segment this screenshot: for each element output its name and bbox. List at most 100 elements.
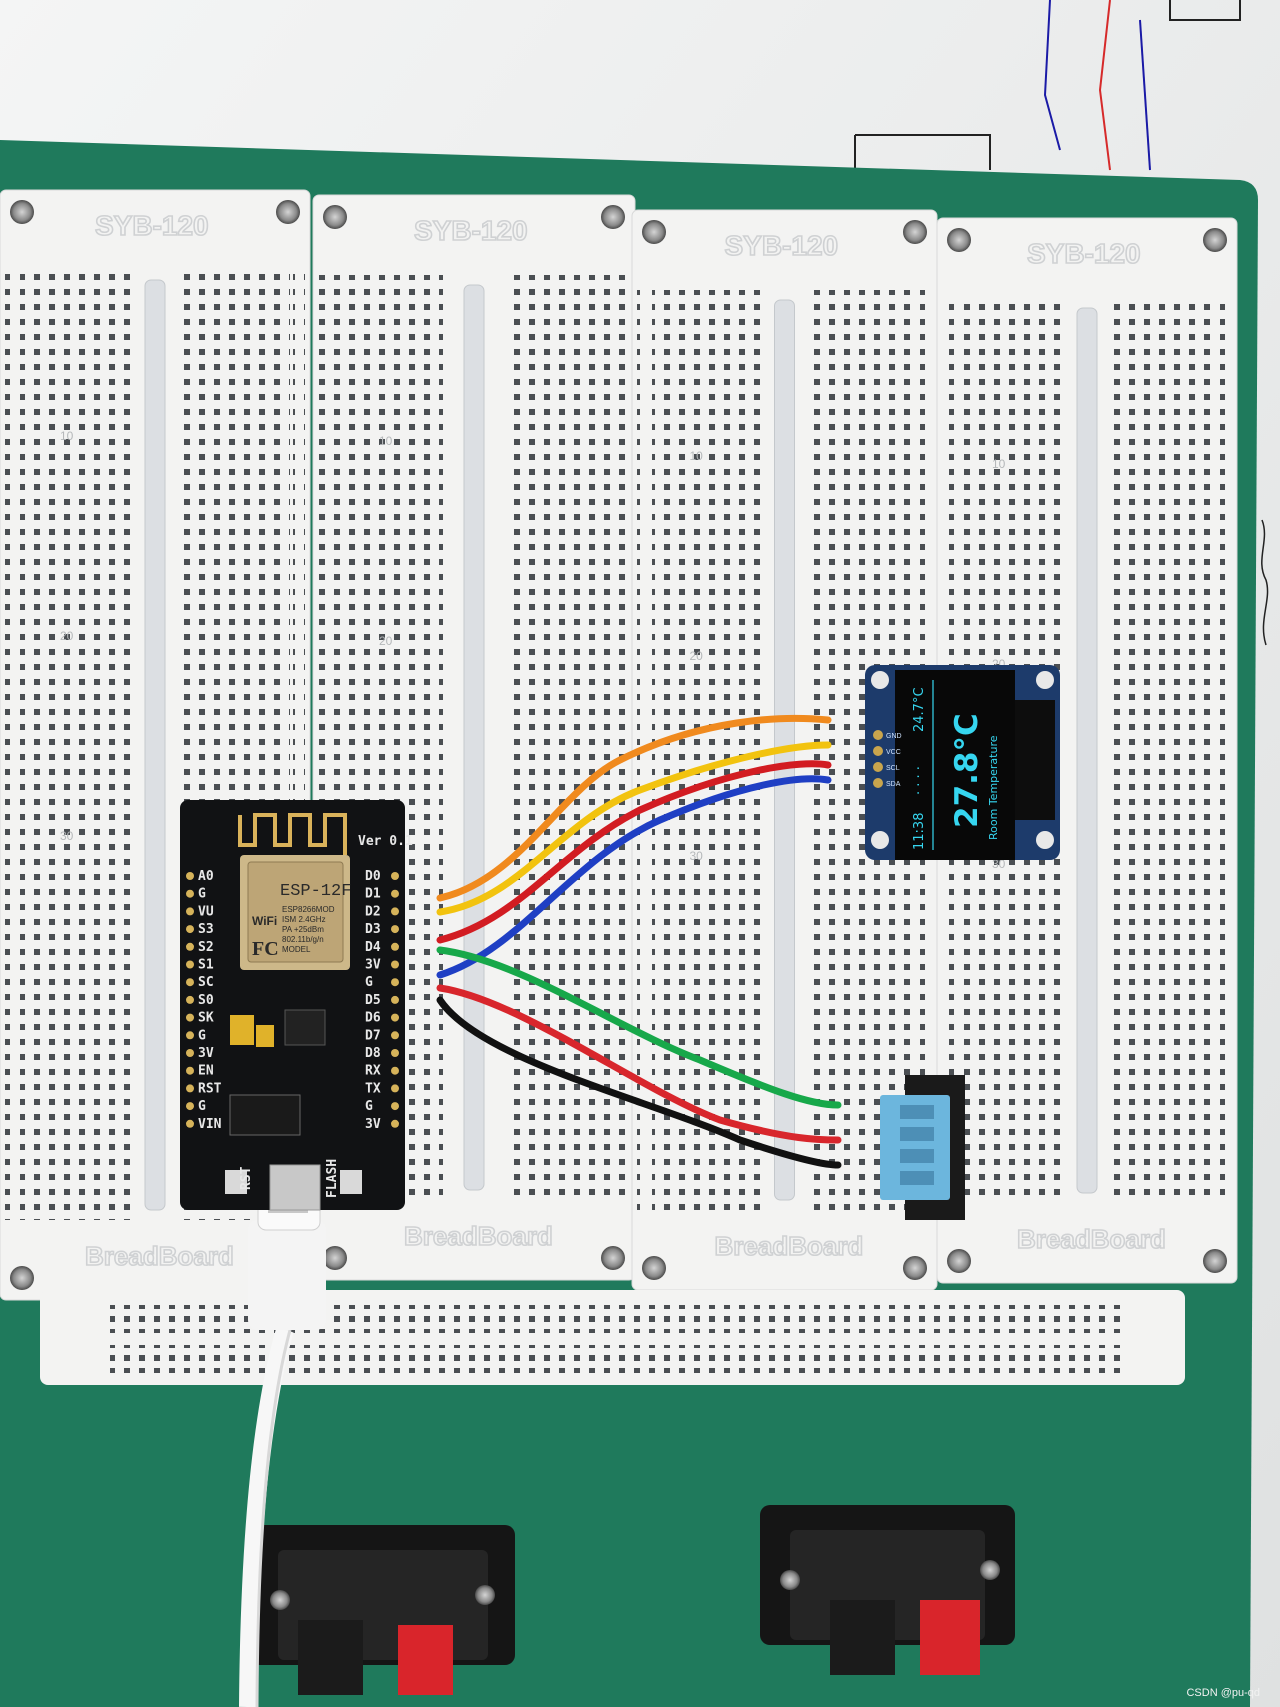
right-pin-label: D5	[365, 993, 381, 1008]
module-spec-line: ISM 2.4GHz	[282, 915, 326, 924]
pin-hole	[186, 1031, 194, 1040]
right-pin-label: 3V	[365, 958, 381, 973]
breadboard-model-label: SYB-120	[725, 230, 839, 261]
left-pin-label: S0	[198, 993, 214, 1008]
right-pin-label: D7	[365, 1028, 381, 1043]
screw-icon	[947, 1249, 971, 1273]
fcc-logo: FC	[252, 938, 279, 960]
pin-hole	[186, 960, 194, 969]
pin-hole	[186, 925, 194, 934]
row-number: 10	[992, 457, 1006, 471]
pin-hole	[391, 1013, 399, 1022]
pin-hole	[186, 978, 194, 987]
breadboard-model-label: SYB-120	[1027, 238, 1141, 269]
module-spec-line: ESP8266MOD	[282, 905, 335, 914]
screw-icon	[601, 1246, 625, 1270]
screw-icon	[276, 200, 300, 224]
terminal-block-right	[760, 1505, 1015, 1675]
regulator-chip	[284, 1009, 326, 1046]
screw-icon	[642, 220, 666, 244]
oled-title: Room Temperature	[987, 735, 1000, 840]
version-label: Ver 0.1	[358, 834, 413, 849]
breadboard-brand-label: BreadBoard	[715, 1231, 864, 1261]
jumper-wire-7	[436, 996, 842, 1169]
right-pin-label: 3V	[365, 1117, 381, 1132]
row-number: 30	[690, 849, 704, 863]
pin-hole	[391, 1031, 399, 1040]
left-pin-label: 3V	[198, 1046, 214, 1061]
right-pin-label: RX	[365, 1064, 381, 1079]
screw-icon	[10, 1266, 34, 1290]
screw-icon	[642, 1256, 666, 1280]
pin-hole	[391, 907, 399, 916]
pin-hole	[186, 907, 194, 916]
pin-hole	[391, 960, 399, 969]
pin-hole	[391, 1119, 399, 1128]
left-pin-label: SC	[198, 975, 214, 990]
pin-hole	[186, 1013, 194, 1022]
screw-icon	[323, 1246, 347, 1270]
module-spec-line: PA +25dBm	[282, 925, 324, 934]
flash-button-label: FLASH	[325, 1159, 340, 1198]
row-number: 30	[992, 857, 1006, 871]
flash-button	[340, 1170, 362, 1194]
oled-pin-label: SCL	[886, 765, 900, 772]
row-number: 10	[379, 434, 393, 448]
left-pin-label: VU	[198, 904, 214, 919]
right-pin-label: D2	[365, 904, 381, 919]
left-pin-label: A0	[198, 869, 214, 884]
oled-small-reading: 24.7°C	[912, 687, 927, 732]
pin-hole	[391, 1084, 399, 1093]
oled-dots: · · · ·	[912, 766, 927, 795]
micro-usb-port	[269, 1164, 321, 1211]
pin-hole	[391, 995, 399, 1004]
oled-temperature: 27.8°C	[949, 713, 985, 828]
pin-hole	[186, 1066, 194, 1075]
pin-hole	[186, 995, 194, 1004]
wifi-logo: WiFi	[252, 914, 277, 928]
breadboard-brand-label: BreadBoard	[404, 1221, 553, 1251]
jumper-wire-5	[436, 946, 842, 1109]
screw-icon	[601, 205, 625, 229]
right-pin-label: G	[365, 1099, 373, 1114]
capacitor	[230, 1015, 254, 1045]
module-name: ESP-12F	[280, 882, 351, 901]
rst-button-label: RST	[239, 1166, 254, 1190]
left-pin-label: G	[198, 1028, 206, 1043]
pin-hole	[391, 942, 399, 951]
watermark: CSDN @pu-qd	[1186, 1687, 1260, 1699]
pin-hole	[391, 1049, 399, 1057]
breadboard-brand-label: BreadBoard	[1017, 1224, 1166, 1254]
left-pin-label: S1	[198, 958, 214, 973]
paper-handwriting	[1261, 519, 1269, 646]
right-pin-label: D3	[365, 922, 381, 937]
paper-sketch	[854, 0, 1241, 171]
pin-hole	[186, 942, 194, 951]
screw-icon	[323, 205, 347, 229]
pin-hole	[391, 872, 399, 880]
oled-pin	[873, 746, 883, 756]
row-number: 30	[60, 829, 74, 843]
left-pin-label: RST	[198, 1081, 222, 1096]
right-pin-label: D8	[365, 1046, 381, 1061]
oled-pin-label: SDA	[886, 781, 901, 788]
oled-pin	[873, 762, 883, 772]
left-pin-label: G	[198, 887, 206, 902]
pin-hole	[391, 1102, 399, 1111]
row-number: 20	[379, 634, 393, 648]
row-number: 10	[690, 449, 704, 463]
breadboard-model-label: SYB-120	[95, 210, 209, 241]
right-pin-label: D4	[365, 940, 381, 955]
screw-icon	[1203, 1249, 1227, 1273]
terminal-block-left	[250, 1525, 515, 1695]
right-pin-label: G	[365, 975, 373, 990]
left-pin-label: EN	[198, 1064, 214, 1079]
left-pin-label: S2	[198, 940, 214, 955]
capacitor	[256, 1025, 274, 1047]
jumper-wire-6	[436, 984, 842, 1144]
jumper-wire-4	[436, 775, 832, 979]
oled-time: 11:38	[912, 813, 927, 850]
pin-hole	[186, 1049, 194, 1057]
antenna-trace	[238, 813, 347, 855]
